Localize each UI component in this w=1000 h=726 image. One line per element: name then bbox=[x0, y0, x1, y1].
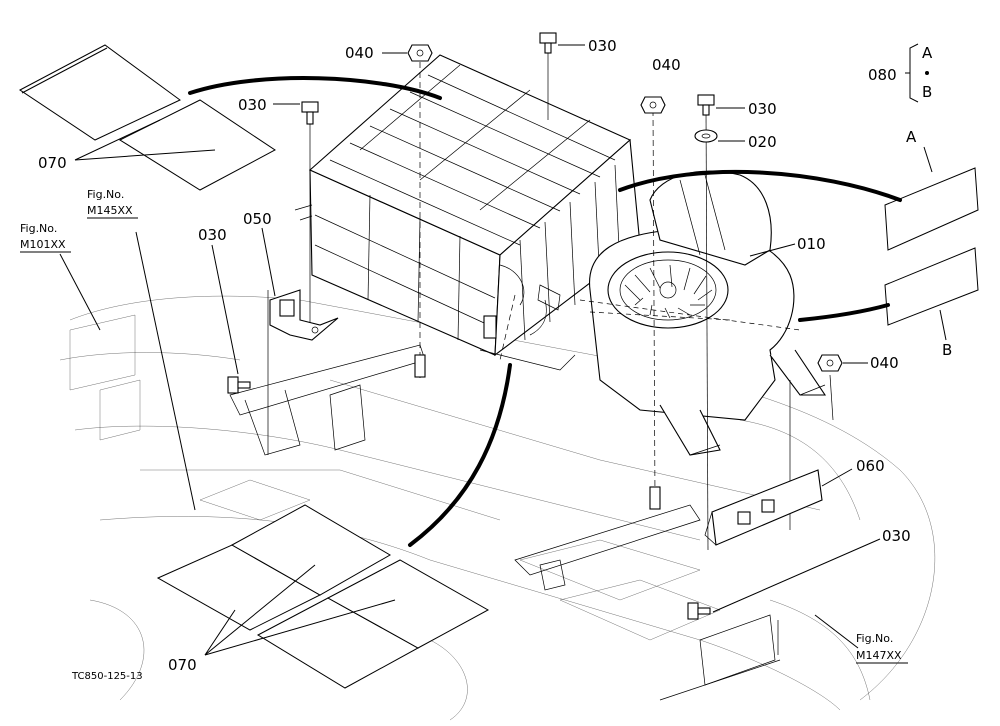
figref-m147-label: Fig.No. bbox=[856, 632, 893, 645]
callout-030-right: 030 bbox=[748, 100, 777, 118]
callout-030-top: 030 bbox=[588, 37, 617, 55]
floor-frame bbox=[59, 295, 936, 721]
bolt-030-left bbox=[301, 101, 319, 125]
bolt-030-bottom bbox=[687, 602, 711, 620]
bold-curves bbox=[188, 76, 902, 547]
bolt-030-top bbox=[539, 32, 557, 54]
bracket-060 bbox=[704, 469, 823, 546]
figref-m101-label: Fig.No. bbox=[20, 222, 57, 235]
label-a: A bbox=[906, 128, 917, 146]
figure-reference-m147: Fig.No. M147XX bbox=[856, 632, 908, 664]
bolt-030-right bbox=[697, 94, 715, 116]
insulation-pads-070-top bbox=[19, 44, 276, 191]
hardware bbox=[227, 32, 843, 620]
bracket-050 bbox=[269, 289, 339, 341]
heater-core-unit bbox=[294, 54, 641, 371]
figref-m145-code: M145XX bbox=[87, 204, 133, 217]
callout-040-top: 040 bbox=[345, 44, 374, 62]
washer-020 bbox=[694, 129, 718, 143]
callout-070-bottom: 070 bbox=[168, 656, 197, 674]
drawing-code: TC850-125-13 bbox=[71, 671, 143, 682]
callout-080-a: A bbox=[922, 44, 933, 62]
callout-labels: 040 030 040 030 020 030 080 A B 070 050 … bbox=[38, 37, 952, 674]
nut-040-mid bbox=[640, 96, 666, 114]
callout-030-left: 030 bbox=[238, 96, 267, 114]
blower-fan-housing bbox=[589, 170, 827, 456]
nut-040-top bbox=[407, 44, 433, 62]
decal-a bbox=[884, 167, 979, 251]
callout-050: 050 bbox=[243, 210, 272, 228]
decal-b bbox=[884, 247, 979, 326]
callout-030-bottom: 030 bbox=[882, 527, 911, 545]
figref-m145-label: Fig.No. bbox=[87, 188, 124, 201]
callout-030-lower: 030 bbox=[198, 226, 227, 244]
callout-040-right: 040 bbox=[870, 354, 899, 372]
callout-010: 010 bbox=[797, 235, 826, 253]
figref-m101-code: M101XX bbox=[20, 238, 66, 251]
callout-080-dot bbox=[925, 71, 929, 75]
figure-reference-m101: Fig.No. M101XX bbox=[20, 222, 71, 253]
insulation-pads-070-bottom bbox=[156, 504, 490, 689]
nut-040-right bbox=[817, 354, 843, 372]
label-b: B bbox=[942, 341, 952, 359]
figref-m147-code: M147XX bbox=[856, 649, 902, 662]
callout-080-b: B bbox=[922, 83, 932, 101]
figure-reference-m145: Fig.No. M145XX bbox=[87, 188, 138, 219]
callout-070-top: 070 bbox=[38, 154, 67, 172]
callout-020: 020 bbox=[748, 133, 777, 151]
callout-080: 080 bbox=[868, 66, 897, 84]
callout-leaders bbox=[59, 43, 947, 656]
callout-040-mid: 040 bbox=[652, 56, 681, 74]
bolt-030-lower bbox=[227, 376, 251, 394]
callout-060: 060 bbox=[856, 457, 885, 475]
